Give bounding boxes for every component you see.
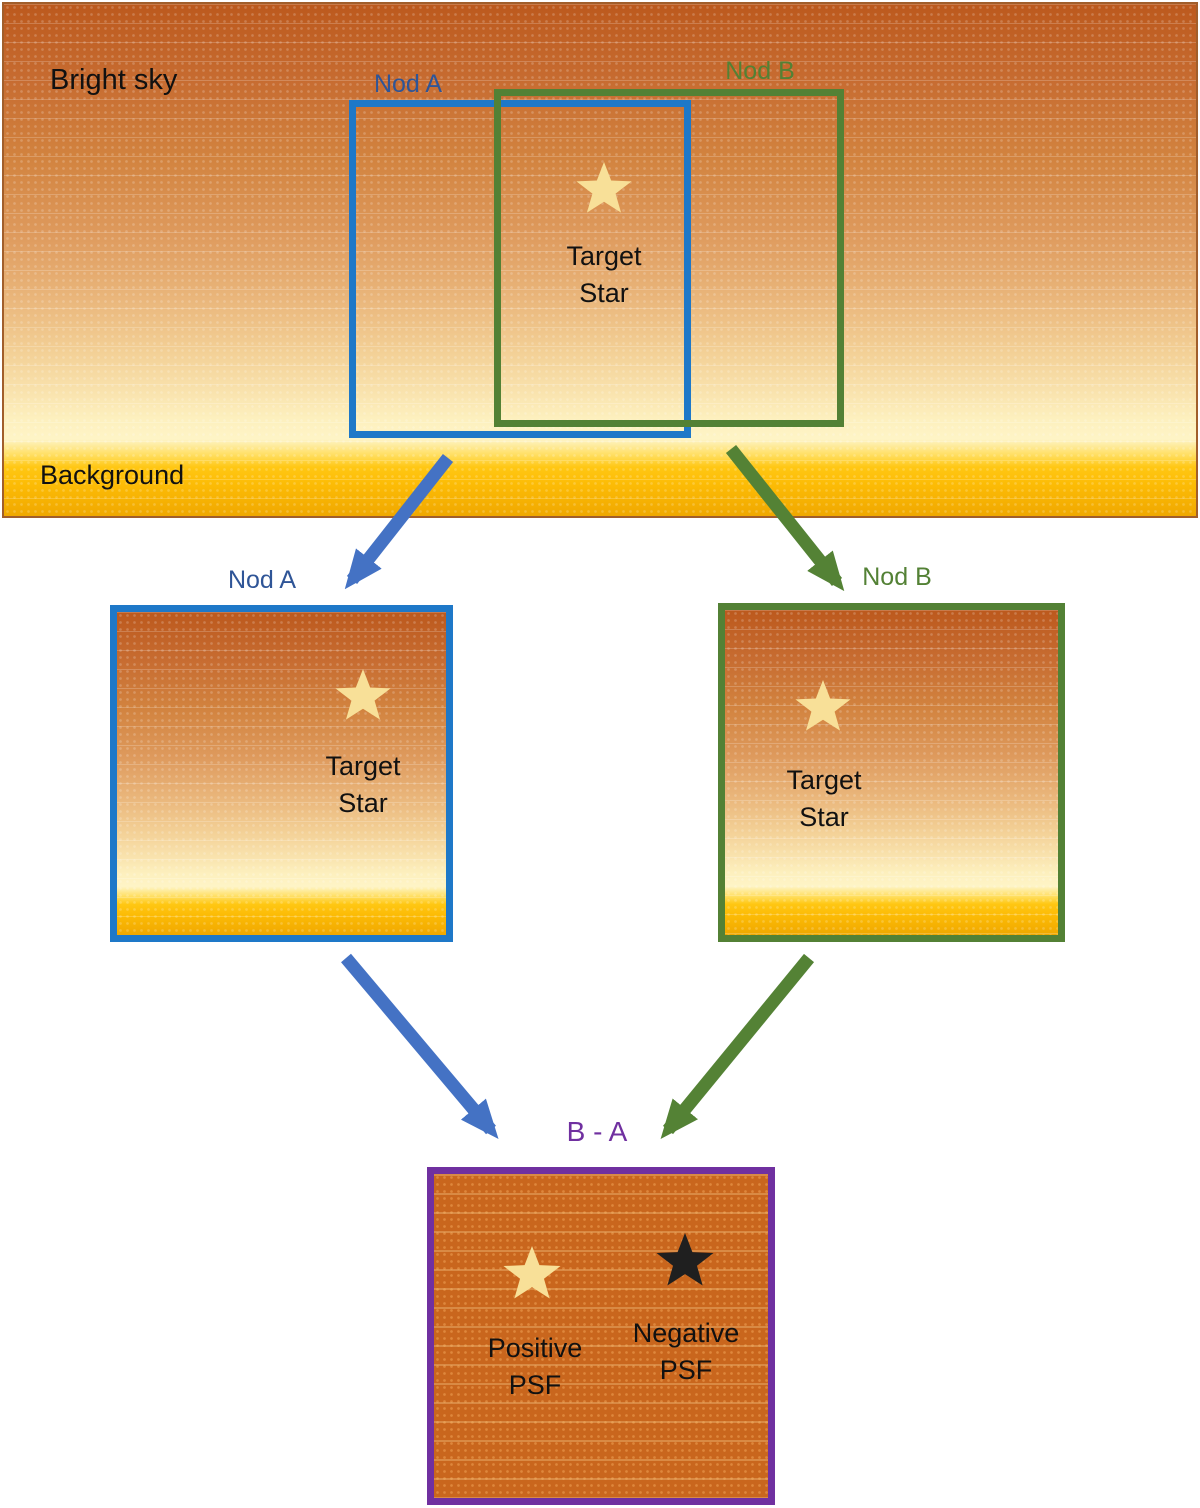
sky-target-star-line2: Star — [579, 278, 629, 308]
nod-b-target-star-label: Target Star — [786, 762, 861, 836]
nod-a-target-star-icon — [335, 669, 391, 720]
nod-a-target-line2: Star — [338, 788, 388, 818]
nod-a-field-outline — [349, 100, 691, 438]
nod-a-target-star-label: Target Star — [325, 748, 400, 822]
sky-target-star-label: Target Star — [566, 238, 641, 312]
difference-frame: Positive PSF Negative PSF — [427, 1167, 775, 1505]
sky-nod-a-label: Nod A — [373, 70, 443, 98]
bright-sky-label: Bright sky — [50, 64, 178, 96]
sky-nod-b-label: Nod B — [725, 57, 795, 85]
nod-b-frame-label: Nod B — [862, 563, 932, 591]
nod-b-target-star-icon — [795, 680, 851, 731]
negative-psf-line2: PSF — [659, 1355, 713, 1385]
sky-panel: Bright sky Background Nod A Nod B Target… — [2, 2, 1198, 518]
nod-b-target-line2: Star — [799, 802, 849, 832]
difference-label: B - A — [566, 1116, 628, 1147]
sky-target-star-line1: Target — [566, 241, 642, 271]
nod-a-target-line1: Target — [325, 751, 401, 781]
negative-psf-line1: Negative — [632, 1318, 740, 1348]
nod-b-field-outline — [494, 89, 844, 427]
positive-psf-line2: PSF — [508, 1370, 562, 1400]
nod-b-target-line1: Target — [786, 765, 862, 795]
nod-a-frame: Target Star — [110, 605, 453, 942]
nod-a-frame-label: Nod A — [227, 566, 297, 594]
nod-b-frame: Target Star — [718, 603, 1065, 942]
positive-psf-line1: Positive — [487, 1333, 583, 1363]
arrow-nod-a-to-difference-icon — [341, 953, 499, 1139]
negative-psf-star-icon — [656, 1233, 714, 1286]
arrow-nod-b-to-difference-icon — [660, 953, 815, 1140]
positive-psf-star-icon — [503, 1246, 561, 1299]
negative-psf-label: Negative PSF — [633, 1315, 740, 1389]
target-star-icon — [576, 162, 632, 213]
background-label: Background — [40, 460, 185, 490]
positive-psf-label: Positive PSF — [488, 1330, 583, 1404]
